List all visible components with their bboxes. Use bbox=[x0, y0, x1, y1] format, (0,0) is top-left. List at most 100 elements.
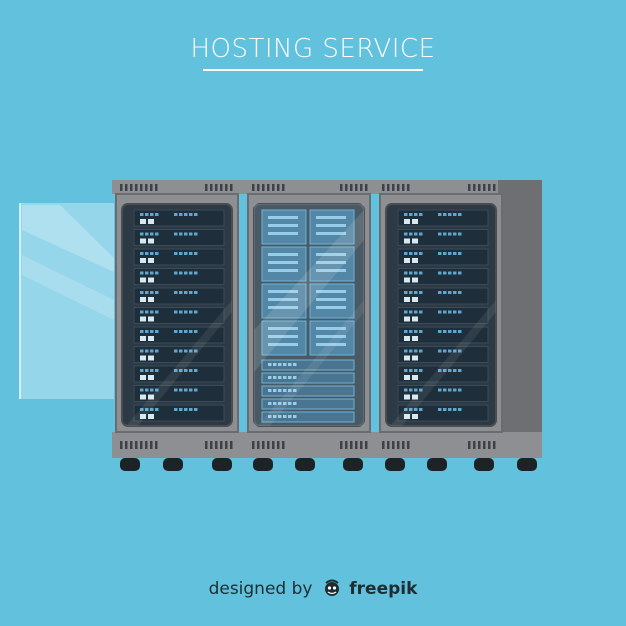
server-led bbox=[179, 291, 183, 294]
title-underline bbox=[203, 69, 423, 71]
server-led bbox=[273, 376, 277, 379]
server-led bbox=[189, 232, 193, 236]
server-led bbox=[174, 271, 178, 275]
server-led bbox=[179, 369, 183, 372]
server-led bbox=[453, 310, 457, 314]
server-led bbox=[140, 232, 144, 236]
blade-slot bbox=[268, 343, 298, 346]
server-led bbox=[453, 349, 457, 353]
server-port bbox=[412, 355, 418, 361]
blade-slot bbox=[316, 327, 346, 330]
server-led bbox=[268, 415, 272, 418]
server-led bbox=[409, 310, 413, 314]
server-led bbox=[184, 330, 188, 333]
server-led bbox=[179, 408, 183, 411]
server-led bbox=[448, 349, 452, 353]
vent-slot bbox=[488, 441, 491, 449]
vent-slot bbox=[493, 184, 496, 191]
blade-slot bbox=[316, 290, 346, 293]
blade-slot bbox=[316, 269, 346, 272]
vent-slot bbox=[205, 184, 208, 191]
server-led bbox=[419, 388, 423, 392]
server-led bbox=[438, 232, 442, 236]
server-led bbox=[278, 415, 282, 418]
server-led bbox=[174, 252, 178, 255]
rack-cabinet-left bbox=[115, 193, 239, 433]
vent-slot bbox=[130, 441, 133, 449]
server-port bbox=[148, 336, 154, 341]
server-led bbox=[268, 376, 272, 379]
server-led bbox=[194, 252, 198, 255]
server-led bbox=[409, 330, 413, 333]
blade-slot bbox=[316, 335, 346, 338]
vent-slot bbox=[252, 184, 255, 191]
server-unit bbox=[261, 398, 355, 410]
server-led bbox=[189, 213, 193, 216]
server-led bbox=[448, 310, 452, 314]
server-port bbox=[148, 375, 154, 380]
server-led bbox=[155, 330, 159, 333]
server-led bbox=[194, 388, 198, 392]
server-led bbox=[174, 213, 178, 216]
server-led bbox=[414, 408, 418, 411]
vent-slot bbox=[360, 441, 363, 449]
vent-slot bbox=[277, 441, 280, 449]
server-port bbox=[148, 316, 154, 322]
server-led bbox=[453, 252, 457, 255]
server-led bbox=[438, 291, 442, 294]
server-led bbox=[174, 330, 178, 333]
vent-slot bbox=[350, 184, 353, 191]
vent-slot bbox=[340, 184, 343, 191]
rack-wheels bbox=[120, 458, 537, 471]
vent-slot bbox=[272, 441, 275, 449]
vent-slot bbox=[360, 184, 363, 191]
server-led bbox=[414, 369, 418, 372]
glass-reflection bbox=[254, 210, 364, 372]
server-port bbox=[140, 414, 146, 419]
vent-slot bbox=[145, 441, 148, 449]
vent-slot bbox=[365, 184, 368, 191]
server-port bbox=[140, 375, 146, 380]
server-port bbox=[140, 238, 146, 244]
server-led bbox=[453, 369, 457, 372]
server-led bbox=[184, 408, 188, 411]
server-led bbox=[438, 408, 442, 411]
vent-slot bbox=[135, 441, 138, 449]
vent-slot bbox=[488, 184, 491, 191]
blade-slot bbox=[316, 306, 346, 309]
server-led bbox=[189, 291, 193, 294]
vent-slot bbox=[220, 184, 223, 191]
server-unit bbox=[397, 209, 489, 227]
vent-slot bbox=[230, 184, 233, 191]
vent-slot bbox=[355, 184, 358, 191]
server-led bbox=[194, 349, 198, 353]
server-led bbox=[184, 252, 188, 255]
server-led bbox=[268, 389, 272, 392]
server-led bbox=[409, 369, 413, 372]
blade-slot bbox=[316, 224, 346, 227]
server-led bbox=[453, 388, 457, 392]
server-led bbox=[409, 388, 413, 392]
vent-slot bbox=[125, 441, 128, 449]
server-led bbox=[283, 389, 287, 392]
server-led bbox=[448, 252, 452, 255]
vent-slot bbox=[150, 441, 153, 449]
server-unit bbox=[261, 411, 355, 423]
server-led bbox=[404, 408, 408, 411]
server-led bbox=[288, 376, 292, 379]
server-led bbox=[414, 271, 418, 275]
server-led bbox=[443, 232, 447, 236]
server-led bbox=[453, 291, 457, 294]
server-led bbox=[179, 349, 183, 353]
server-led bbox=[288, 363, 292, 366]
server-led bbox=[453, 232, 457, 236]
server-led bbox=[194, 213, 198, 216]
server-led bbox=[293, 402, 297, 405]
server-led bbox=[458, 349, 462, 353]
server-led bbox=[278, 376, 282, 379]
server-led bbox=[179, 232, 183, 236]
server-led bbox=[419, 330, 423, 333]
vent-slot bbox=[205, 441, 208, 449]
server-port bbox=[148, 238, 154, 244]
server-led bbox=[438, 252, 442, 255]
